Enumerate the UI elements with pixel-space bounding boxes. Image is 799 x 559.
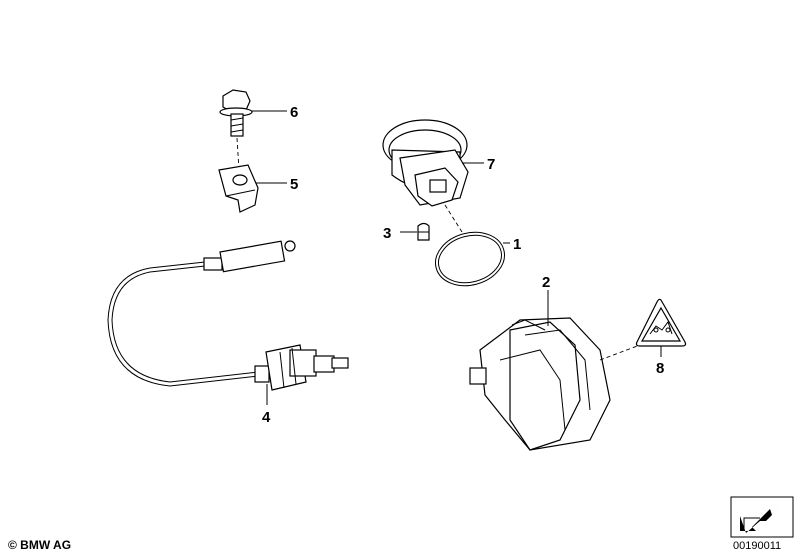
callout-5: 5 xyxy=(290,176,298,193)
callout-4: 4 xyxy=(262,409,271,426)
direction-box xyxy=(730,496,794,538)
warning-label-part[interactable] xyxy=(635,298,687,347)
arrow-icon xyxy=(740,503,784,533)
clip-nut-part[interactable] xyxy=(218,164,259,213)
callout-2: 2 xyxy=(542,274,550,291)
sensor-cable-part[interactable] xyxy=(107,240,349,391)
callout-3: 3 xyxy=(383,225,391,242)
callout-6: 6 xyxy=(290,104,298,121)
callout-7: 7 xyxy=(487,156,495,173)
pin-part[interactable] xyxy=(417,222,430,241)
bolt-part[interactable] xyxy=(219,89,253,171)
callout-8: 8 xyxy=(656,360,664,377)
callout-1: 1 xyxy=(513,236,521,253)
diagram-number: 00190011 xyxy=(733,540,782,552)
copyright-text: © BMW AG xyxy=(8,538,72,552)
cover-cap-part[interactable] xyxy=(469,317,641,451)
o-ring-part[interactable] xyxy=(429,225,510,293)
socket-housing-part[interactable] xyxy=(382,119,469,233)
